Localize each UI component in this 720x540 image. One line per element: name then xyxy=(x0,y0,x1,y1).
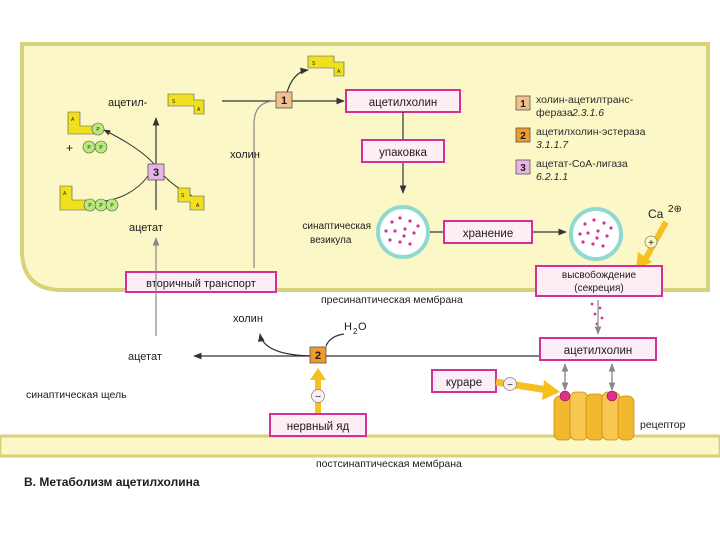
storage-box xyxy=(443,220,533,244)
nerve-gas-label: нервный яд xyxy=(287,421,350,433)
enzyme-2-marker xyxy=(309,346,327,364)
choline-release-arrow xyxy=(258,333,317,357)
legend-1-name-line2: фераза xyxy=(536,107,573,119)
atp-icon: A P P P xyxy=(59,185,119,212)
svg-text:A: A xyxy=(71,117,75,123)
legend-2-ec: 3.1.1.7 xyxy=(536,139,569,151)
svg-text:S: S xyxy=(312,61,316,67)
nerve-gas-inhibition-sign: − xyxy=(315,392,321,403)
legend-3-number: 3 xyxy=(520,163,526,174)
curare-inhibition-sign: − xyxy=(507,380,513,391)
svg-text:P: P xyxy=(88,203,92,209)
choline-upper-label: холин xyxy=(230,149,260,161)
secondary-transport-box xyxy=(125,271,277,293)
released-acetylcholine-dots xyxy=(590,302,604,326)
docked-vesicle xyxy=(569,207,623,261)
release-box xyxy=(535,265,663,297)
receptor-protein xyxy=(553,391,635,441)
legend-2-swatch xyxy=(515,127,531,143)
plus-sign: + xyxy=(66,141,73,155)
svg-text:P: P xyxy=(99,145,103,151)
svg-text:A: A xyxy=(63,191,67,197)
receptor-binding-site-right xyxy=(606,390,618,402)
enzyme-2-number: 2 xyxy=(315,350,321,362)
release-label-line2: (секреция) xyxy=(574,283,623,294)
coa-input-icon: S A xyxy=(177,187,205,211)
receptor-binding-site-left xyxy=(559,390,571,402)
svg-text:P: P xyxy=(87,145,91,151)
enzyme-1-number: 1 xyxy=(281,95,287,107)
calcium-label: Ca xyxy=(648,207,664,221)
acetyl-coa-icon: S A xyxy=(167,93,205,115)
legend-1-ec: 2.3.1.6 xyxy=(571,107,604,119)
curare-box xyxy=(431,369,497,393)
svg-text:S: S xyxy=(181,193,185,199)
vesicle-label-line1: синаптическая xyxy=(302,221,371,232)
nerve-gas-inhibition-marker xyxy=(311,389,325,403)
coa-icon: S A xyxy=(307,55,345,77)
choline-lower-label: холин xyxy=(233,313,263,325)
acetate-upper-label: ацетат xyxy=(129,222,163,234)
svg-text:P: P xyxy=(96,127,100,133)
packaging-label: упаковка xyxy=(379,147,427,159)
storage-label: хранение xyxy=(463,228,513,240)
svg-text:A: A xyxy=(197,107,201,113)
legend-1-name-line1: холин-ацетилтранс- xyxy=(536,94,634,106)
svg-text:A: A xyxy=(337,69,341,75)
secondary-transport-label: вторичный транспорт xyxy=(146,278,256,290)
legend-2-name: ацетилхолин-эстераза xyxy=(536,126,646,138)
activation-sign: + xyxy=(648,238,654,249)
release-label-line1: высвобождение xyxy=(562,269,637,281)
acetylcholine-top-label: ацетилхолин xyxy=(369,97,438,109)
svg-text:S: S xyxy=(172,99,176,105)
enzyme-3-marker xyxy=(147,163,165,181)
svg-text:A: A xyxy=(196,203,200,209)
vesicle-label-line2: везикула xyxy=(310,235,352,246)
acetyl-label: ацетил- xyxy=(108,97,148,109)
water-subscript: 2 xyxy=(353,327,358,336)
legend-1-number: 1 xyxy=(520,99,526,110)
enzyme-3-number: 3 xyxy=(153,167,159,179)
nerve-gas-box xyxy=(269,413,367,437)
svg-text:P: P xyxy=(99,203,103,209)
acetylcholine-lower-label: ацетилхолин xyxy=(564,345,633,357)
curare-label: кураре xyxy=(446,377,482,389)
legend-3-ec: 6.2.1.1 xyxy=(536,171,568,183)
legend-3-swatch xyxy=(515,159,531,175)
postsynaptic-membrane-label: постсинаптическая мембрана xyxy=(316,458,462,470)
enzyme-legend: 1 холин-ацетилтранс- фераза 2.3.1.6 2 ац… xyxy=(515,94,646,183)
acetylcholine-cleft-box xyxy=(539,337,657,361)
figure-caption: В. Метаболизм ацетилхолина xyxy=(24,475,200,489)
enzyme-1-marker xyxy=(275,91,293,109)
svg-text:P: P xyxy=(110,203,114,209)
water-h: H xyxy=(344,321,352,333)
amp-icon: A P xyxy=(67,111,105,136)
water-o: O xyxy=(358,321,367,333)
synaptic-cleft-label: синаптическая щель xyxy=(26,389,127,401)
legend-3-name: ацетат-CoA-лигаза xyxy=(536,158,628,170)
acetate-lower-label: ацетат xyxy=(128,351,162,363)
water-input-line xyxy=(325,333,345,347)
legend-1-swatch xyxy=(515,95,531,111)
synaptic-vesicle xyxy=(376,205,430,259)
activation-marker xyxy=(644,235,658,249)
receptor-label: рецептор xyxy=(640,419,686,431)
packaging-box xyxy=(361,139,445,163)
nerve-gas-arrowhead xyxy=(310,368,326,380)
choline-uptake-line xyxy=(253,100,277,268)
presynaptic-membrane-label: пресинаптическая мембрана xyxy=(321,294,463,306)
legend-2-number: 2 xyxy=(520,131,526,142)
curare-arrowhead xyxy=(542,380,560,400)
pyrophosphate-icon: P P xyxy=(82,140,108,154)
amp-release-arrow xyxy=(103,129,155,165)
calcium-charge: 2⊕ xyxy=(668,204,682,215)
curare-inhibition-marker xyxy=(503,377,517,391)
